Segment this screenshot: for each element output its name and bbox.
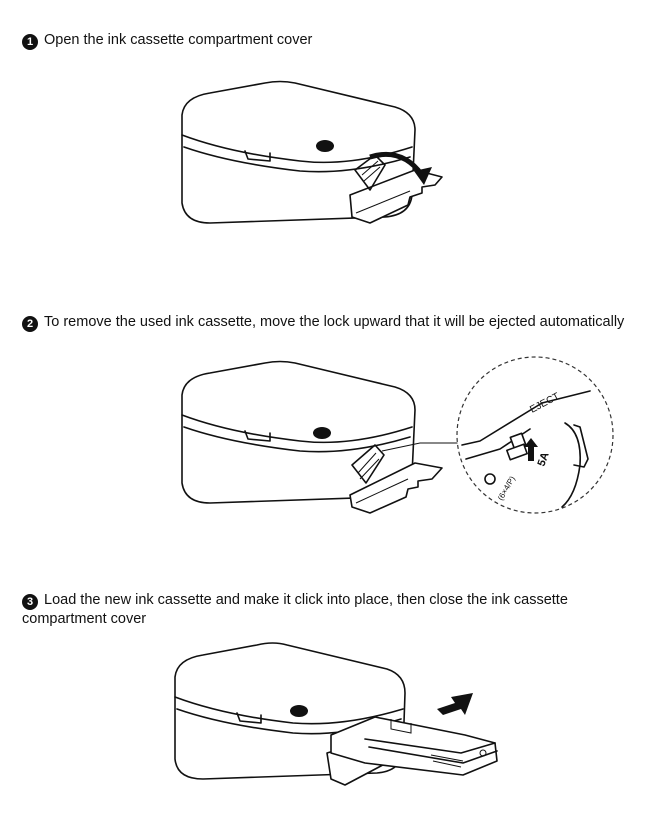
- step-2-text: To remove the used ink cassette, move th…: [44, 314, 625, 330]
- ink-compartment-cover-open: [349, 462, 443, 514]
- printer-body: [181, 360, 416, 504]
- step-1-printer-illustration: [181, 80, 443, 224]
- step-2-number-badge: 2: [22, 316, 38, 332]
- open-direction-arrow: [414, 167, 432, 185]
- step-1-instruction: 1 Open the ink cassette compartment cover: [22, 31, 312, 50]
- eject-lock-detail-view: EJECT 5A (6×4/P): [456, 356, 614, 514]
- step-1-text: Open the ink cassette compartment cover: [44, 32, 313, 48]
- step-1-number-badge: 1: [22, 34, 38, 50]
- ink-cassette: [330, 716, 498, 776]
- detail-leader-line: [381, 442, 462, 452]
- power-button: [290, 705, 308, 717]
- step-3-text: Load the new ink cassette and make it cl…: [22, 592, 568, 627]
- cassette-size-label: 5A: [536, 451, 552, 468]
- step-3-printer-illustration: [174, 642, 498, 786]
- power-button: [316, 140, 334, 152]
- step-2-instruction: 2 To remove the used ink cassette, move t…: [22, 313, 624, 332]
- step-3-number-badge: 3: [22, 594, 38, 610]
- power-button: [313, 427, 331, 439]
- lock-upward-arrow: [524, 438, 538, 461]
- printer-body: [181, 80, 416, 224]
- step-2-printer-illustration: EJECT 5A (6×4/P): [181, 356, 614, 514]
- insert-direction-arrow: [437, 693, 473, 715]
